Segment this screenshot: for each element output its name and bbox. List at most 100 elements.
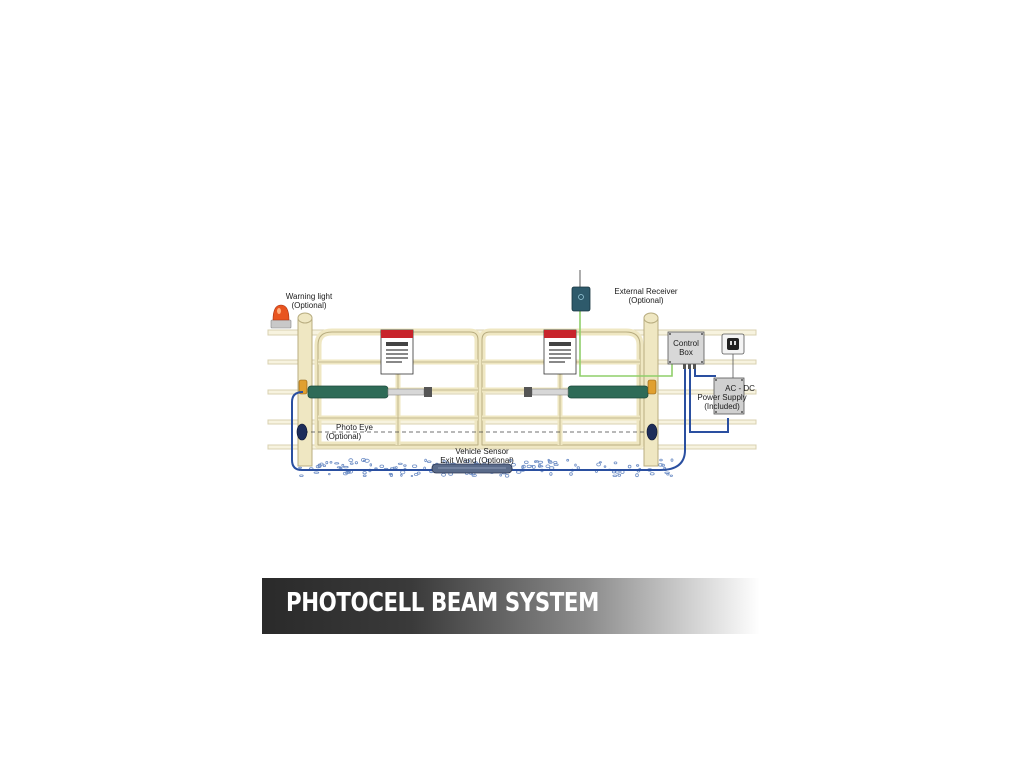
gravel-pebble	[548, 461, 553, 464]
gravel-pebble	[327, 472, 331, 476]
warning-light-label: Warning light	[286, 292, 333, 301]
gravel-pebble	[298, 466, 303, 469]
gravel-pebble	[649, 472, 655, 476]
gravel-pebble	[553, 460, 558, 464]
gravel-pebble	[362, 474, 367, 478]
photo-eye-label: Photo Eye	[336, 423, 373, 432]
gravel-pebble	[325, 460, 329, 465]
gravel-pebble	[521, 465, 524, 470]
gravel-pebble	[504, 473, 510, 478]
gravel-pebble	[635, 464, 640, 467]
blue-cables	[291, 368, 729, 471]
gravel-pebble	[336, 466, 342, 469]
gravel-pebble	[345, 470, 351, 473]
gravel-pebble	[566, 458, 570, 462]
receiver-cable	[579, 305, 673, 377]
gravel-pebble	[360, 457, 366, 462]
gravel-pebble	[464, 459, 471, 463]
gravel-pebble	[343, 465, 349, 469]
gravel-pebble	[537, 460, 544, 464]
vehicle-sensor-label-line2: Exit Wand (Optional)	[440, 456, 514, 465]
gravel-pebble	[611, 470, 616, 474]
power-supply-label-line2: Power Supply	[697, 393, 746, 402]
gravel-pebble	[598, 461, 602, 464]
gravel-pebble	[329, 460, 333, 464]
gravel-pebble	[576, 466, 580, 470]
control-box-icon	[667, 331, 705, 369]
left-warning-sign	[380, 329, 414, 375]
gravel-pebble	[509, 458, 513, 462]
photo-eye-optional-label: (Optional)	[326, 432, 361, 441]
gravel-pebble	[442, 460, 447, 463]
gravel-pebble	[510, 462, 516, 467]
gravel-pebble	[397, 462, 403, 465]
external-receiver-icon	[571, 270, 591, 312]
gravel-pebble	[348, 458, 354, 463]
gravel-pebble	[416, 471, 421, 475]
hinges	[298, 379, 657, 395]
gravel-pebble	[426, 460, 432, 463]
gravel-pebble	[362, 471, 367, 475]
gravel-pebble	[369, 463, 373, 467]
gravel-pebble	[499, 473, 503, 477]
gravel-pebble	[522, 464, 526, 469]
gravel-pebble	[596, 462, 601, 467]
right-warning-sign	[543, 329, 577, 375]
gravel-pebble	[538, 465, 544, 468]
gravel-pebble	[441, 472, 447, 477]
gravel-pebble	[342, 471, 348, 476]
gravel-pebble	[615, 470, 620, 474]
power-supply-label-line1: AC - DC	[725, 384, 755, 393]
gravel-pebble	[471, 474, 477, 477]
gravel-pebble	[531, 464, 536, 469]
gravel-pebble	[424, 458, 427, 463]
power-supply-label-line3: (Included)	[704, 402, 740, 411]
gravel-pebble	[354, 461, 358, 465]
gravel-pebble	[400, 470, 406, 475]
control-box-label-line1: Control	[673, 339, 699, 348]
external-receiver-optional-label: (Optional)	[628, 296, 663, 305]
gravel-pebble	[317, 463, 322, 468]
gravel-pebble	[410, 474, 414, 477]
gravel-pebble	[394, 466, 398, 470]
gravel-pebble	[670, 458, 674, 462]
gravel-pebble	[379, 464, 385, 468]
gravel-pebble	[613, 461, 618, 465]
gravel-pebble	[400, 473, 403, 477]
gravel-pebble	[319, 462, 324, 466]
gravel-pebble	[545, 464, 551, 469]
left-actuator	[307, 385, 432, 399]
external-receiver-label: External Receiver	[614, 287, 677, 296]
gravel-pebble	[403, 464, 407, 467]
warning-light-icon	[270, 304, 292, 329]
warning-light-optional-label: (Optional)	[291, 301, 326, 310]
gravel-pebble	[523, 460, 529, 464]
gravel-pebble	[526, 464, 532, 469]
gravel-pebble	[322, 464, 326, 468]
gravel-pebble	[313, 471, 320, 474]
gravel-pebble	[534, 460, 537, 463]
gravel-pebble	[658, 463, 664, 467]
gravel-pebble	[392, 466, 396, 469]
gravel-pebble	[349, 462, 354, 465]
vehicle-sensor-icon	[431, 463, 513, 474]
gravel-pebble	[617, 473, 622, 477]
gravel-pebble	[635, 473, 639, 478]
gravel-pebble	[486, 459, 490, 463]
gravel-pebble	[666, 473, 670, 476]
gravel-pebble	[659, 458, 663, 462]
gravel-pebble	[553, 463, 559, 467]
gravel-pebble	[603, 465, 607, 468]
gravel-pebble	[627, 464, 632, 469]
gravel-pebble	[341, 463, 345, 467]
power-outlet-icon	[721, 333, 745, 378]
gravel-pebble	[334, 462, 340, 465]
gravel-pebble	[389, 473, 393, 477]
gravel-pebble	[549, 472, 553, 476]
gravel-pebble	[669, 474, 673, 477]
gravel-pebble	[569, 472, 573, 476]
gravel-pebble	[547, 458, 550, 462]
vehicle-sensor-label-line1: Vehicle Sensor	[455, 447, 509, 456]
gravel-pebble	[574, 463, 577, 467]
